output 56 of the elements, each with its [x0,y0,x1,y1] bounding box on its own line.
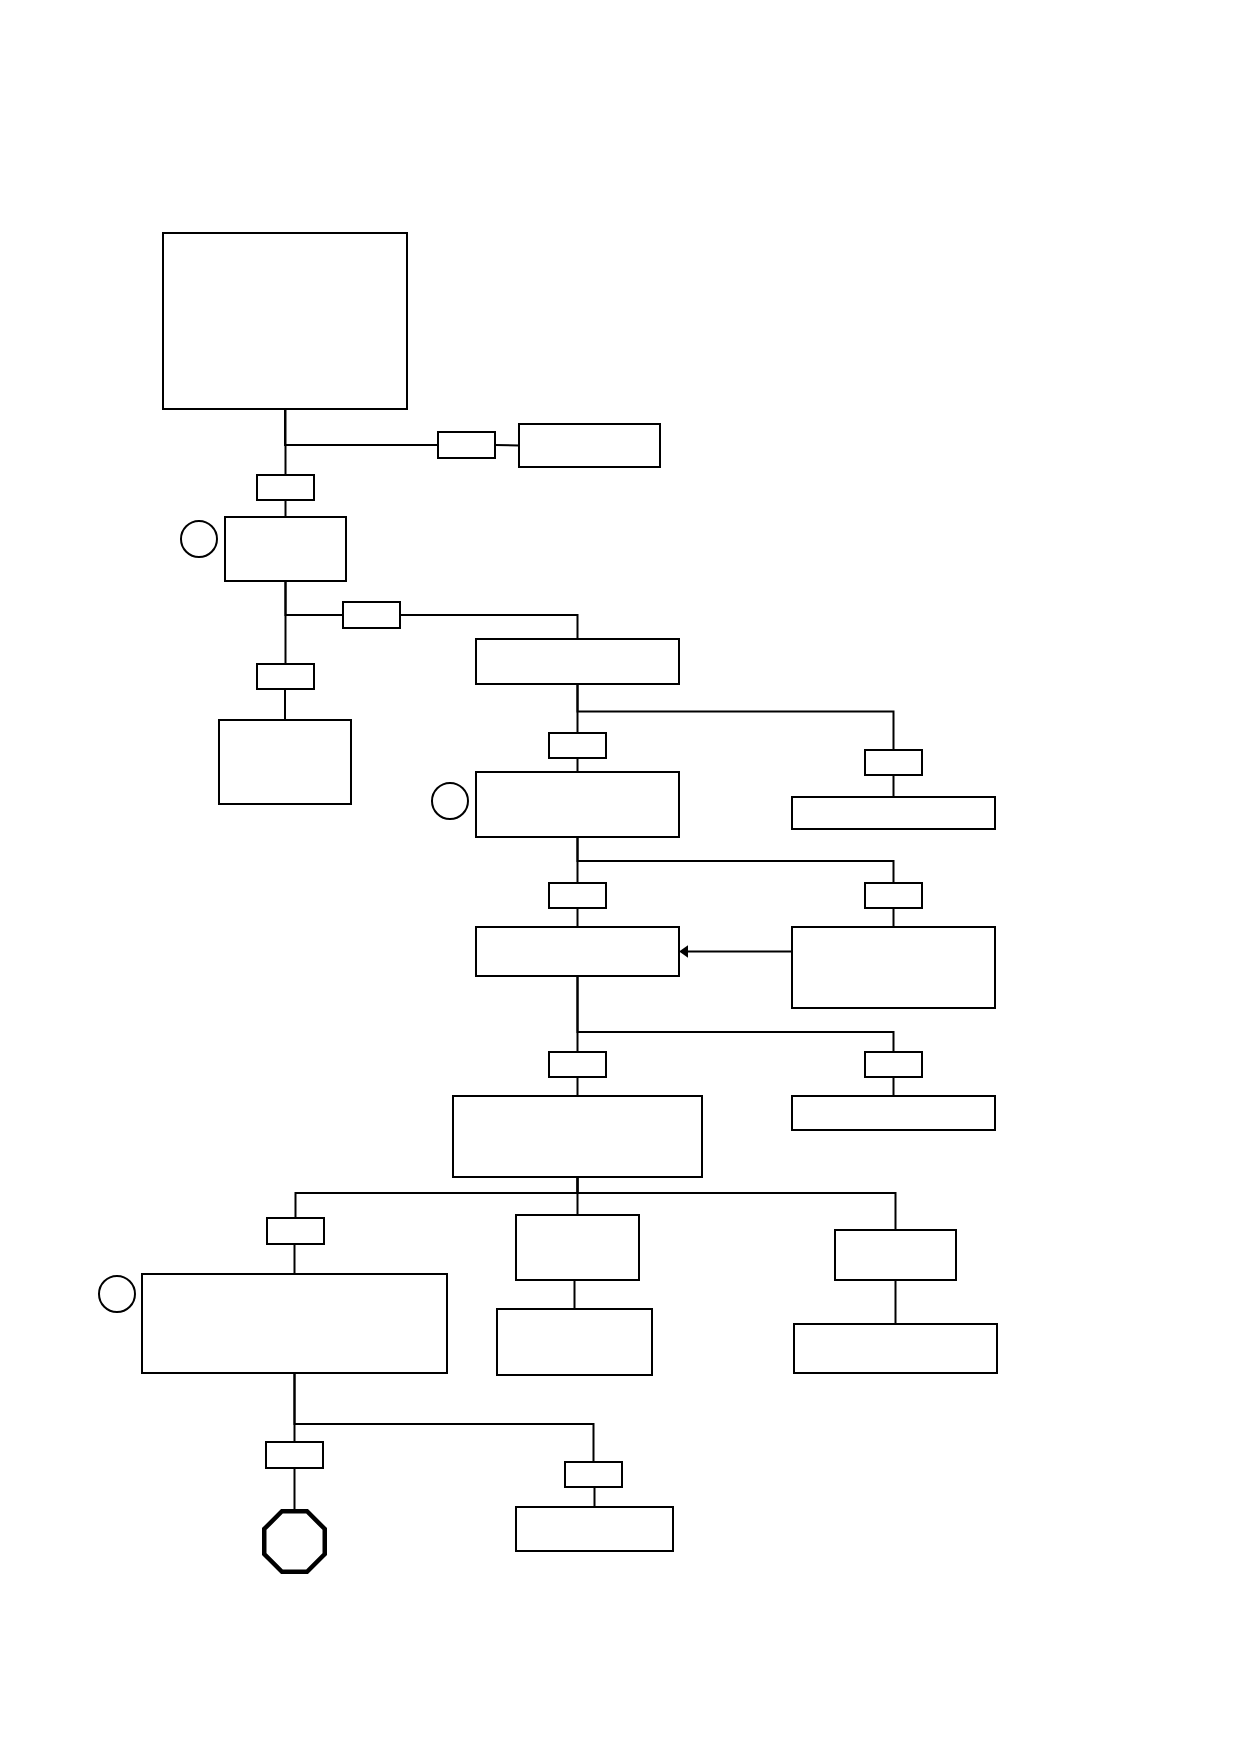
process-box [224,516,347,582]
small-box [548,732,607,759]
small-box [265,1441,324,1469]
small-box [564,1461,623,1488]
connector-line [284,408,287,476]
connector-line [894,1279,897,1325]
connector-line [576,1176,897,1231]
connector-line [576,907,579,928]
connector-line [284,580,287,665]
process-box [791,926,996,1009]
connector-line [399,614,579,640]
octagon-symbol [262,1509,327,1574]
process-box [162,232,408,410]
small-box [864,749,923,776]
process-box [791,1095,996,1131]
small-box [266,1217,325,1245]
connector-line [576,1076,579,1097]
connector-line [284,499,287,518]
small-box [256,663,315,690]
small-box [864,882,923,909]
process-box [475,638,680,685]
connector-line [284,688,286,721]
connector-line [892,1076,895,1097]
connector-line [892,774,895,798]
small-box [342,601,401,629]
connector-line [494,444,520,447]
process-box [515,1506,674,1552]
process-box [518,423,661,468]
process-box [515,1214,640,1281]
small-box [437,431,496,459]
process-box [141,1273,448,1374]
connector-line [573,1279,576,1310]
connector-line [576,836,895,884]
connector-line [576,683,895,751]
callout-circle [98,1275,136,1313]
process-box [475,771,680,838]
connector-line [284,408,439,446]
callout-circle [431,782,469,820]
small-box [256,474,315,501]
process-box [793,1323,998,1374]
connector-line [892,907,895,928]
small-box [548,1051,607,1078]
connector-line [576,975,895,1053]
connector-line [576,757,579,773]
connector-line [593,1486,596,1508]
process-box [218,719,352,805]
process-box [475,926,680,977]
callout-circle [180,520,218,558]
connector-line [293,1372,595,1463]
small-box [864,1051,923,1078]
process-box [834,1229,957,1281]
process-box [496,1308,653,1376]
process-box [791,796,996,830]
small-box [548,882,607,909]
connector-line [293,1243,296,1275]
process-box [452,1095,703,1178]
